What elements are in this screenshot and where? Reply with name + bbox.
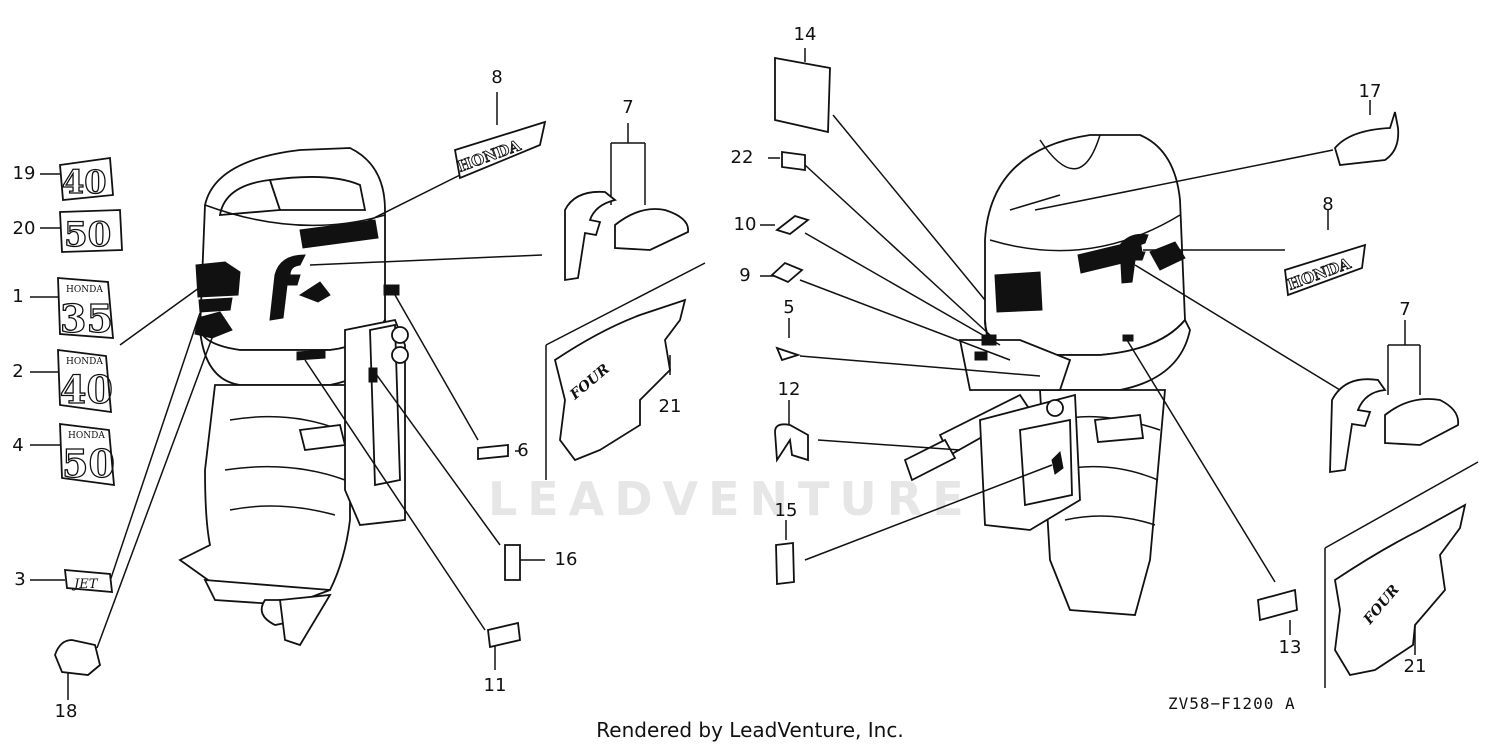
callout-16: 16 [554, 549, 578, 570]
callout-13: 13 [1278, 637, 1302, 658]
callout-4: 4 [12, 435, 24, 456]
decal-40-text: 40 [60, 367, 113, 412]
callout-20: 20 [12, 218, 36, 239]
callout-18: 18 [54, 701, 78, 722]
decal-honda-small-text: HONDA [68, 431, 105, 441]
callout-3: 3 [14, 569, 26, 590]
callout-14: 14 [793, 24, 817, 45]
callout-2: 2 [12, 361, 24, 382]
drawing-code: ZV58−F1200 A [1168, 694, 1296, 713]
callout-8-left: 8 [491, 67, 503, 88]
callout-6: 6 [517, 440, 529, 461]
callout-15: 15 [774, 500, 798, 521]
callout-22: 22 [730, 147, 754, 168]
decal-50-text: 50 [64, 215, 111, 255]
decal-honda-small-text: HONDA [66, 357, 103, 367]
callout-21-left: 21 [658, 396, 682, 417]
callout-10: 10 [733, 214, 757, 235]
callout-7-right: 7 [1399, 299, 1411, 320]
left-outboard-motor [178, 147, 409, 647]
watermark: LEADVENTURE [488, 472, 974, 526]
decal-50-text: 50 [62, 441, 115, 486]
callout-7-left: 7 [622, 97, 634, 118]
credit-text: Rendered by LeadVenture, Inc. [596, 718, 904, 742]
callout-19: 19 [12, 163, 36, 184]
callout-11: 11 [483, 675, 507, 696]
decal-honda-small-text: HONDA [66, 285, 103, 295]
left-decals: 40 50 HONDA 35 HONDA 40 HONDA 50 JET HON… [54, 120, 689, 676]
decal-40-text: 40 [62, 163, 107, 201]
right-leader-lines [760, 48, 1479, 688]
callout-17: 17 [1358, 81, 1382, 102]
decal-jet-text: JET [71, 577, 99, 592]
callout-8-right: 8 [1322, 194, 1334, 215]
decal-35-text: 35 [60, 296, 113, 341]
callout-1: 1 [12, 286, 24, 307]
callout-9: 9 [739, 265, 751, 286]
callout-21-right: 21 [1403, 656, 1427, 677]
left-leader-lines [30, 92, 706, 700]
callout-5: 5 [783, 297, 795, 318]
callout-12: 12 [777, 379, 801, 400]
